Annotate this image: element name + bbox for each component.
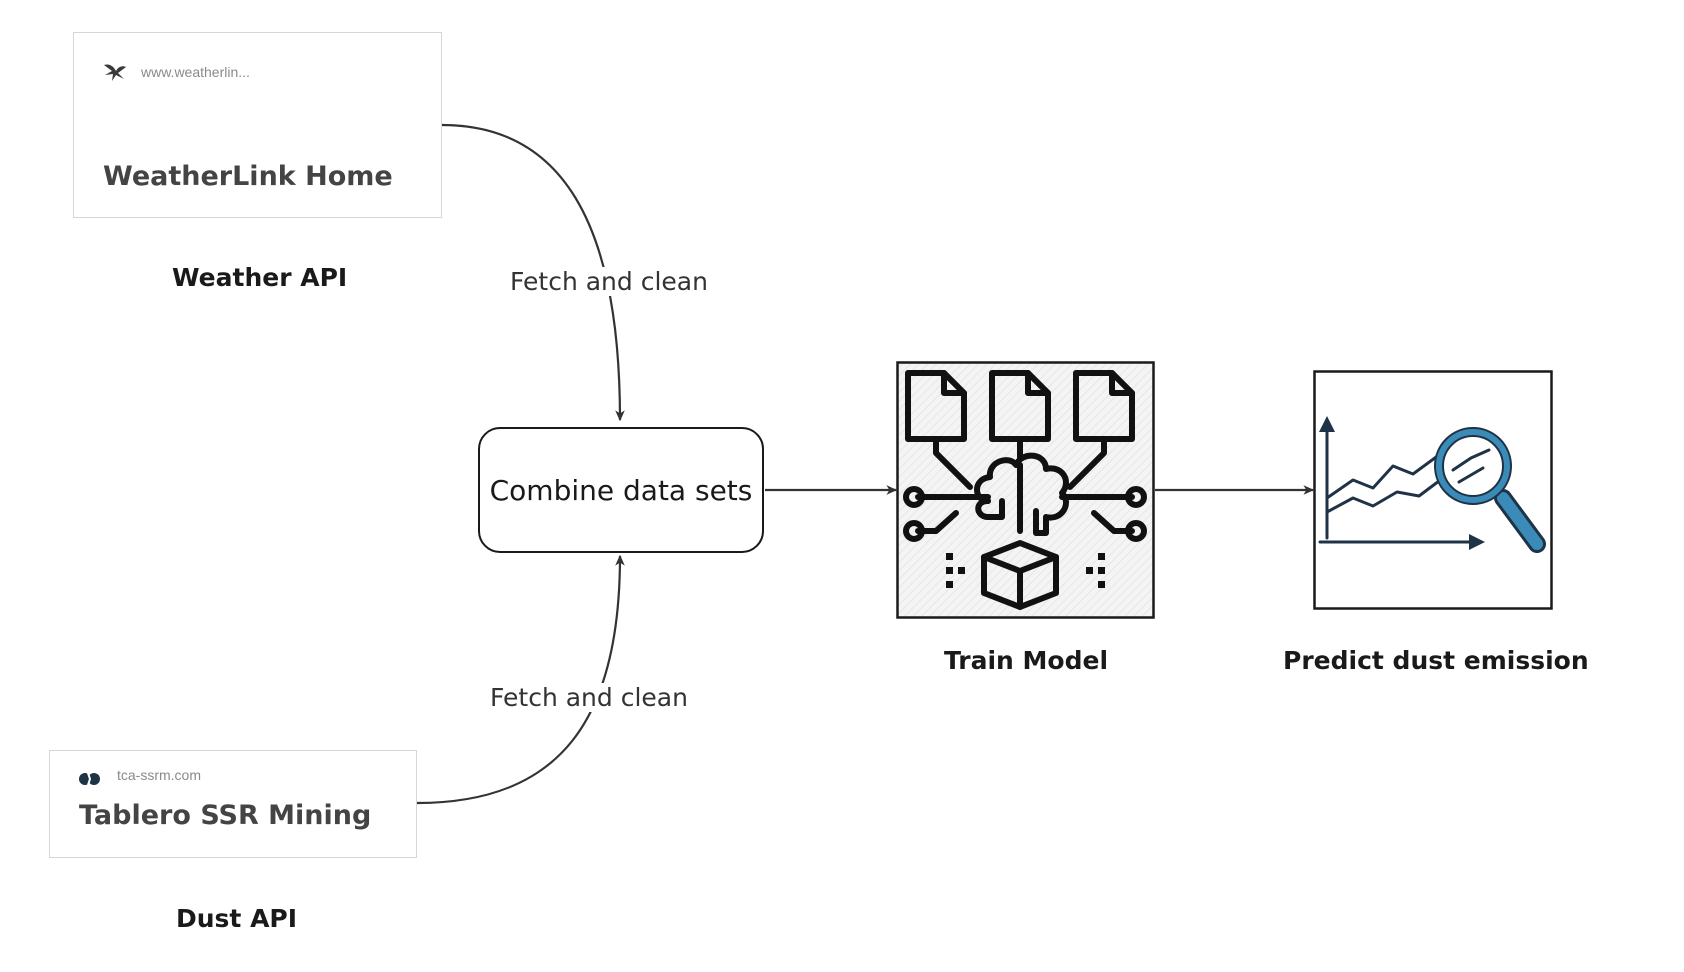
combine-data-sets-label: Combine data sets	[489, 473, 753, 507]
weather-to-combine-connector	[441, 123, 625, 422]
weatherlink-favicon-icon	[104, 64, 126, 81]
combine-data-sets-box[interactable]: Combine data sets	[478, 427, 764, 553]
dust-api-caption: Dust API	[176, 904, 298, 933]
train-model-box[interactable]	[896, 361, 1155, 619]
tca-ssrm-title: Tablero SSR Mining	[79, 800, 372, 831]
weather-api-caption: Weather API	[172, 263, 348, 292]
tca-ssrm-url: tca-ssrm.com	[117, 767, 201, 783]
tca-ssrm-favicon-icon	[79, 772, 100, 786]
dust-fetch-label: Fetch and clean	[486, 683, 692, 712]
tca-ssrm-link-card[interactable]: tca-ssrm.com Tablero SSR Mining	[49, 750, 417, 858]
weatherlink-url: www.weatherlin...	[141, 64, 250, 80]
predict-dust-box[interactable]	[1313, 370, 1553, 610]
predict-dust-caption: Predict dust emission	[1283, 646, 1589, 675]
dust-to-combine-connector	[416, 554, 625, 805]
chart-analysis-icon	[1313, 370, 1553, 610]
weatherlink-title: WeatherLink Home	[103, 161, 393, 192]
machine-learning-icon	[896, 361, 1155, 619]
weather-fetch-label: Fetch and clean	[506, 267, 712, 296]
weatherlink-link-card[interactable]: www.weatherlin... WeatherLink Home	[73, 32, 442, 218]
train-model-caption: Train Model	[943, 646, 1109, 675]
